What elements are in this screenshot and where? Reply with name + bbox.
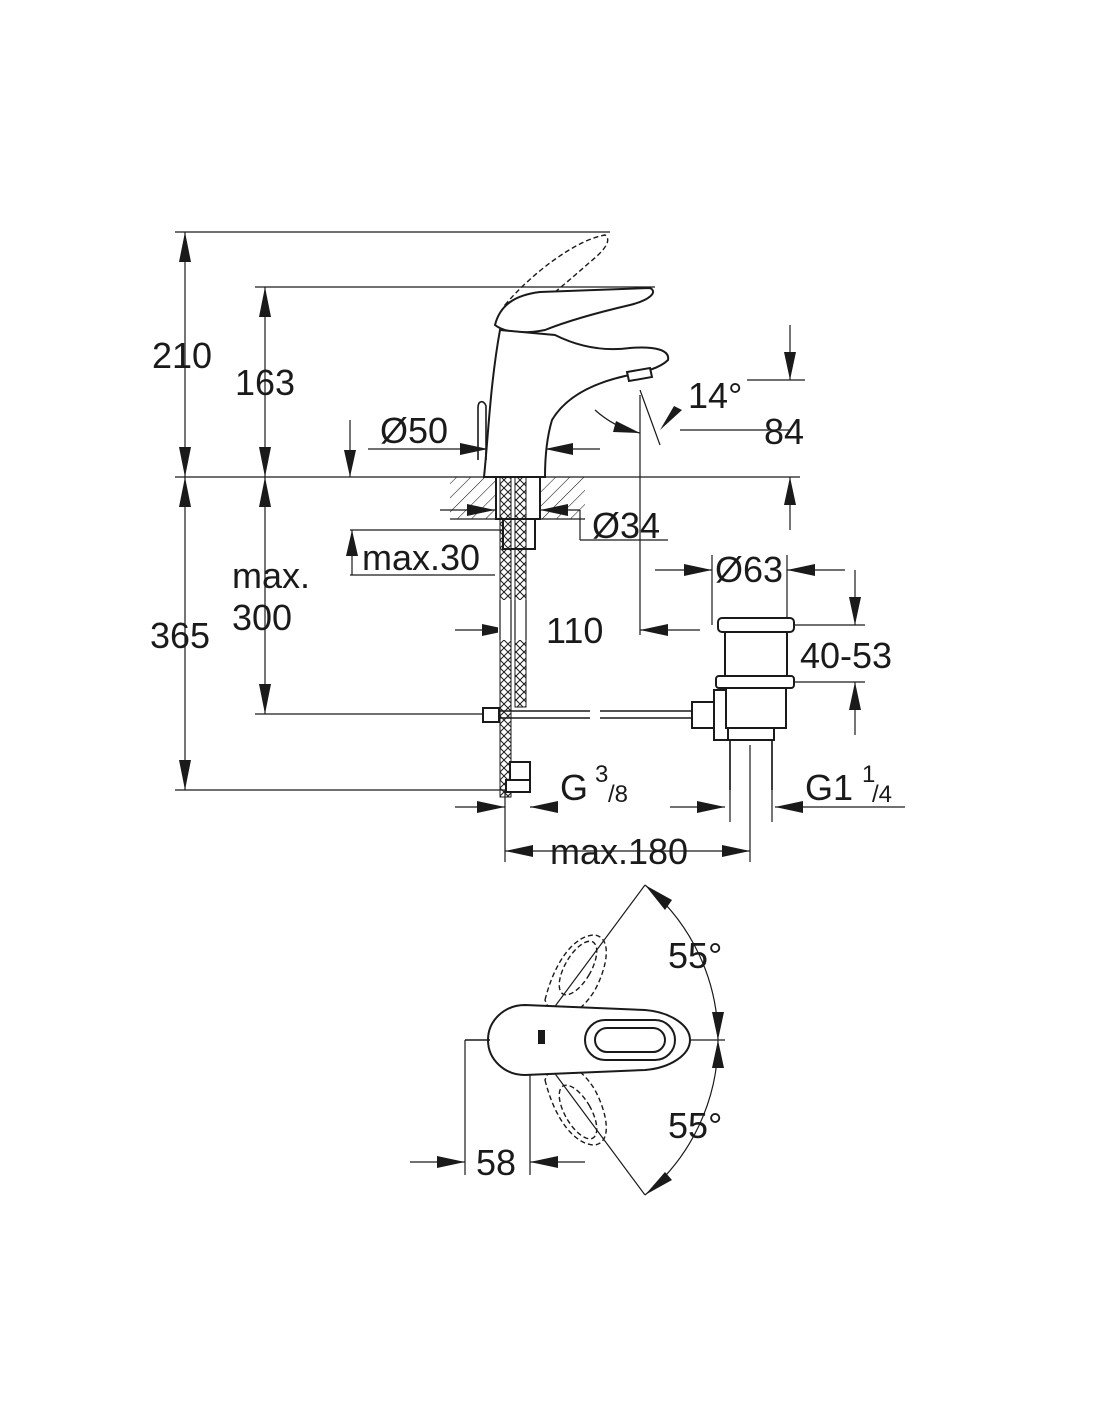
dim-inlet-thread-denominator: /8	[608, 781, 628, 808]
dim-inlet-thread: G	[560, 767, 588, 808]
dim-handle-angle-top: 55°	[668, 935, 722, 976]
dim-total-height: 210	[152, 335, 212, 376]
dim-spout-reach: 110	[546, 610, 603, 651]
waste-assembly	[499, 617, 795, 822]
dim-waste-thread: G1	[805, 767, 853, 808]
dim-waste-thread-denominator: /4	[872, 781, 892, 808]
dimension-labels: 210 163 Ø50 14° 84 Ø34 max.30 max. 300 3…	[150, 335, 892, 1183]
faucet-side-view	[477, 234, 670, 798]
dim-waste-thread-numerator: 1	[862, 761, 875, 788]
dim-max-thickness: max.30	[362, 537, 480, 578]
dim-below-height: 365	[150, 615, 210, 656]
dim-spout-angle: 14°	[688, 375, 742, 416]
dim-inlet-thread-numerator: 3	[595, 761, 608, 788]
dim-body-diameter: Ø50	[380, 410, 448, 451]
dim-lever-offset: 58	[476, 1142, 516, 1183]
dim-hose-max-line2: 300	[232, 597, 292, 638]
dim-waste-range: 40-53	[800, 635, 892, 676]
dim-handle-angle-bottom: 55°	[668, 1105, 722, 1146]
counter-section	[450, 477, 585, 520]
dim-waste-diameter: Ø63	[715, 549, 783, 590]
faucet-top-view	[410, 884, 725, 1196]
dim-mount-hole: Ø34	[592, 505, 660, 546]
dim-max-reach: max.180	[550, 831, 688, 872]
dim-outlet-height: 84	[764, 411, 804, 452]
dim-hose-max-line1: max.	[232, 555, 310, 596]
dim-spout-height: 163	[235, 362, 295, 403]
